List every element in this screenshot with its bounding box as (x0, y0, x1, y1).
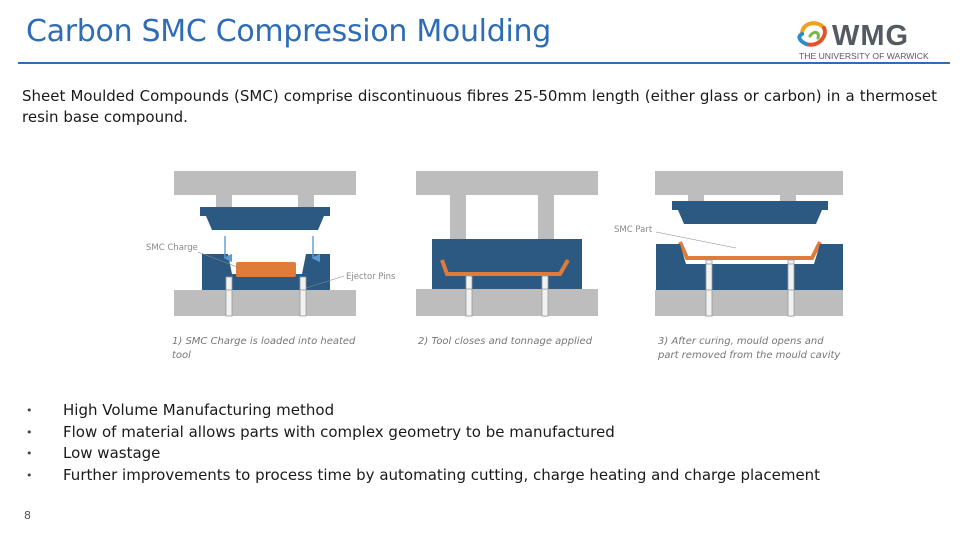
compression-moulding-diagram: SMC Charge Ejector Pins 1) SMC Charge is… (146, 171, 843, 361)
stage-3-part-removed: SMC Part 3) After curing, mould opens an… (614, 171, 843, 361)
stage-2-tool-closed: 2) Tool closes and tonnage applied (416, 171, 598, 347)
bullet-text: Low wastage (63, 444, 161, 462)
smc-part (678, 241, 822, 260)
smc-part-label: SMC Part (614, 225, 653, 235)
wmg-logo: WMG THE UNIVERSITY OF WARWICK (797, 20, 929, 61)
smc-charge-label: SMC Charge (146, 243, 198, 253)
page-number: 8 (24, 509, 31, 522)
stage-1-tool-open: SMC Charge Ejector Pins 1) SMC Charge is… (146, 171, 396, 361)
intro-paragraph: Sheet Moulded Compounds (SMC) comprise d… (22, 87, 937, 126)
press-bottom-platen (174, 290, 356, 316)
bullet-item: • High Volume Manufacturing method (26, 400, 820, 422)
press-column (538, 195, 554, 239)
closed-tool (432, 239, 582, 289)
logo-wordmark: WMG (832, 20, 909, 52)
lower-tool-cavity (202, 254, 330, 290)
bullet-dot-icon: • (26, 404, 33, 417)
bullet-dot-icon: • (26, 468, 33, 482)
leader-line (305, 275, 345, 289)
bullet-text: Further improvements to process time by … (63, 465, 821, 484)
press-top-platen (416, 171, 598, 195)
step-2-caption: 2) Tool closes and tonnage applied (418, 336, 593, 347)
bullet-item: • Low wastage (26, 443, 820, 465)
press-bottom-platen (416, 289, 598, 316)
feature-bullet-list: • High Volume Manufacturing method • Flow … (26, 400, 820, 486)
press-column (298, 195, 314, 207)
step-1-caption-line-1: 1) SMC Charge is loaded into heated (172, 336, 356, 347)
logo-subtitle: THE UNIVERSITY OF WARWICK (799, 51, 929, 61)
upper-tool-punch (672, 201, 828, 224)
wmg-swirl-icon (797, 21, 827, 47)
bullet-dot-icon: • (26, 447, 33, 460)
press-top-platen (655, 171, 843, 195)
bullet-text: High Volume Manufacturing method (63, 401, 335, 419)
smc-part-formed (440, 259, 570, 276)
bullet-dot-icon: • (26, 425, 33, 439)
upper-tool-punch (200, 207, 330, 230)
leader-line (655, 231, 737, 249)
press-column (450, 195, 466, 239)
lower-tool-cavity (656, 244, 843, 290)
press-top-platen (174, 171, 356, 195)
bullet-item: • Further improvements to process time by… (26, 465, 820, 487)
title-divider (18, 62, 950, 64)
press-bottom-platen (655, 290, 843, 316)
step-3-caption-line-2: part removed from the mould cavity (657, 350, 841, 361)
smc-charge (236, 262, 296, 277)
bullet-item: • Flow of material allows parts with comp… (26, 422, 820, 444)
step-3-caption-line-1: 3) After curing, mould opens and (658, 336, 824, 347)
slide-title: Carbon SMC Compression Moulding (26, 14, 551, 49)
ejector-pins-label: Ejector Pins (346, 272, 396, 282)
press-column (216, 195, 232, 207)
step-1-caption-line-2: tool (172, 350, 191, 361)
bullet-text: Flow of material allows parts with compl… (63, 422, 615, 441)
leader-line (197, 251, 241, 269)
